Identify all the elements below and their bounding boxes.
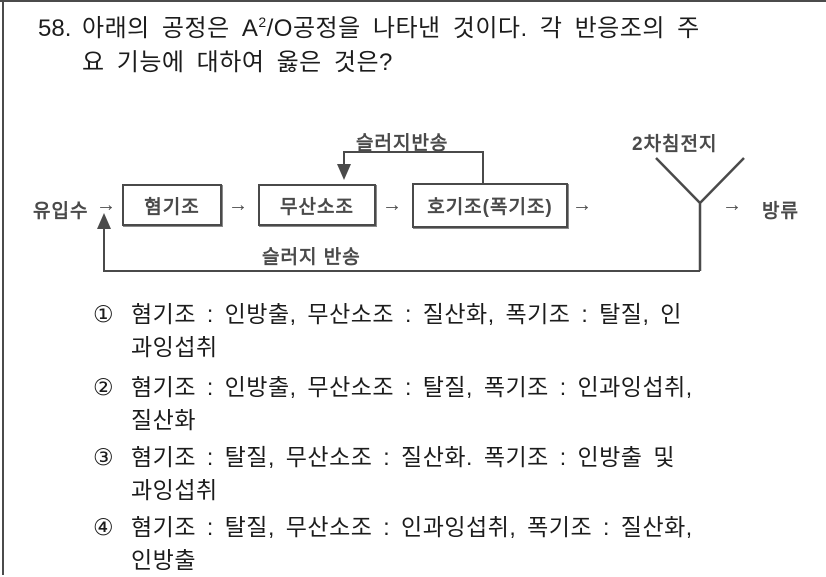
question: 58. 아래의 공정은 A2/O공정을 나타낸 것이다. 각 반응조의 주 요 …: [38, 12, 808, 80]
option-3-line1: 혐기조 : 탈질, 무산소조 : 질산화. 폭기조 : 인방출 및: [131, 444, 676, 470]
option-2-text: 혐기조 : 인방출, 무산소조 : 탈질, 폭기조 : 인과잉섭취, 질산화: [131, 371, 693, 437]
flow-arrow-4: →: [572, 194, 592, 216]
flow-arrow-5: →: [722, 194, 742, 216]
sludge-return-label: 슬러지 반송: [262, 247, 361, 268]
option-3-line2: 과잉섭취: [131, 477, 218, 503]
option-4-text: 혐기조 : 탈질, 무산소조 : 인과잉섭취, 폭기조 : 질산화, 인방출: [131, 511, 693, 577]
question-number: 58.: [38, 15, 72, 42]
option-3-number: ③: [93, 444, 114, 470]
flow-arrow-1: →: [96, 194, 116, 216]
page-top-border: [0, 0, 826, 2]
option-2-line2: 질산화: [131, 407, 196, 433]
option-1-line1: 혐기조 : 인방출, 무산소조 : 질산화, 폭기조 : 탈질, 인: [131, 301, 682, 327]
diagram-connector-lines: [97, 151, 745, 272]
option-2: ② 혐기조 : 인방출, 무산소조 : 탈질, 폭기조 : 인과잉섭취, 질산화: [93, 371, 813, 437]
question-line2: 요 기능에 대하여 옳은 것은?: [82, 49, 393, 76]
question-line1-post: /O공정을 나타낸 것이다. 각 반응조의 주: [266, 15, 700, 42]
anaerobic-tank-box: 혐기조: [122, 184, 222, 226]
aerobic-tank-box: 호기조(폭기조): [412, 183, 568, 228]
page-left-border: [2, 0, 4, 575]
option-4-line1: 혐기조 : 탈질, 무산소조 : 인과잉섭취, 폭기조 : 질산화,: [131, 514, 693, 540]
option-3-text: 혐기조 : 탈질, 무산소조 : 질산화. 폭기조 : 인방출 및 과잉섭취: [131, 441, 675, 507]
option-1-text: 혐기조 : 인방출, 무산소조 : 질산화, 폭기조 : 탈질, 인 과잉섭취: [131, 298, 682, 364]
question-text: 아래의 공정은 A2/O공정을 나타낸 것이다. 각 반응조의 주 요 기능에 …: [82, 12, 700, 80]
option-1-line2: 과잉섭취: [131, 334, 218, 360]
anoxic-tank-box: 무산소조: [258, 184, 376, 226]
flow-arrow-2: →: [228, 194, 248, 216]
internal-recycle-label: 슬러지반송: [356, 133, 449, 154]
option-4-number: ④: [93, 514, 114, 540]
option-3: ③ 혐기조 : 탈질, 무산소조 : 질산화. 폭기조 : 인방출 및 과잉섭취: [93, 441, 813, 507]
sludge-return-line: [97, 213, 700, 272]
internal-recycle-line: [337, 151, 484, 183]
influent-label: 유입수: [33, 201, 89, 222]
option-2-number: ②: [93, 374, 114, 400]
option-4: ④ 혐기조 : 탈질, 무산소조 : 인과잉섭취, 폭기조 : 질산화, 인방출: [93, 511, 813, 577]
process-diagram: 슬러지반송 2차침전지 유입수 → 혐기조 → 무산소조 → 호기조(폭기조) …: [33, 133, 799, 272]
option-4-line2: 인방출: [131, 547, 196, 573]
effluent-label: 방류: [762, 201, 799, 222]
question-line1: 아래의 공정은 A2/O공정을 나타낸 것이다. 각 반응조의 주: [82, 12, 700, 46]
flow-arrow-3: →: [382, 194, 402, 216]
option-1-number: ①: [93, 301, 114, 327]
option-1: ① 혐기조 : 인방출, 무산소조 : 질산화, 폭기조 : 탈질, 인 과잉섭…: [93, 298, 813, 364]
clarifier-label: 2차침전지: [632, 134, 718, 155]
clarifier-y-shape: [655, 157, 745, 271]
question-line1-pre: 아래의 공정은 A: [82, 15, 259, 42]
option-2-line1: 혐기조 : 인방출, 무산소조 : 탈질, 폭기조 : 인과잉섭취,: [131, 374, 693, 400]
question-superscript: 2: [258, 14, 267, 30]
